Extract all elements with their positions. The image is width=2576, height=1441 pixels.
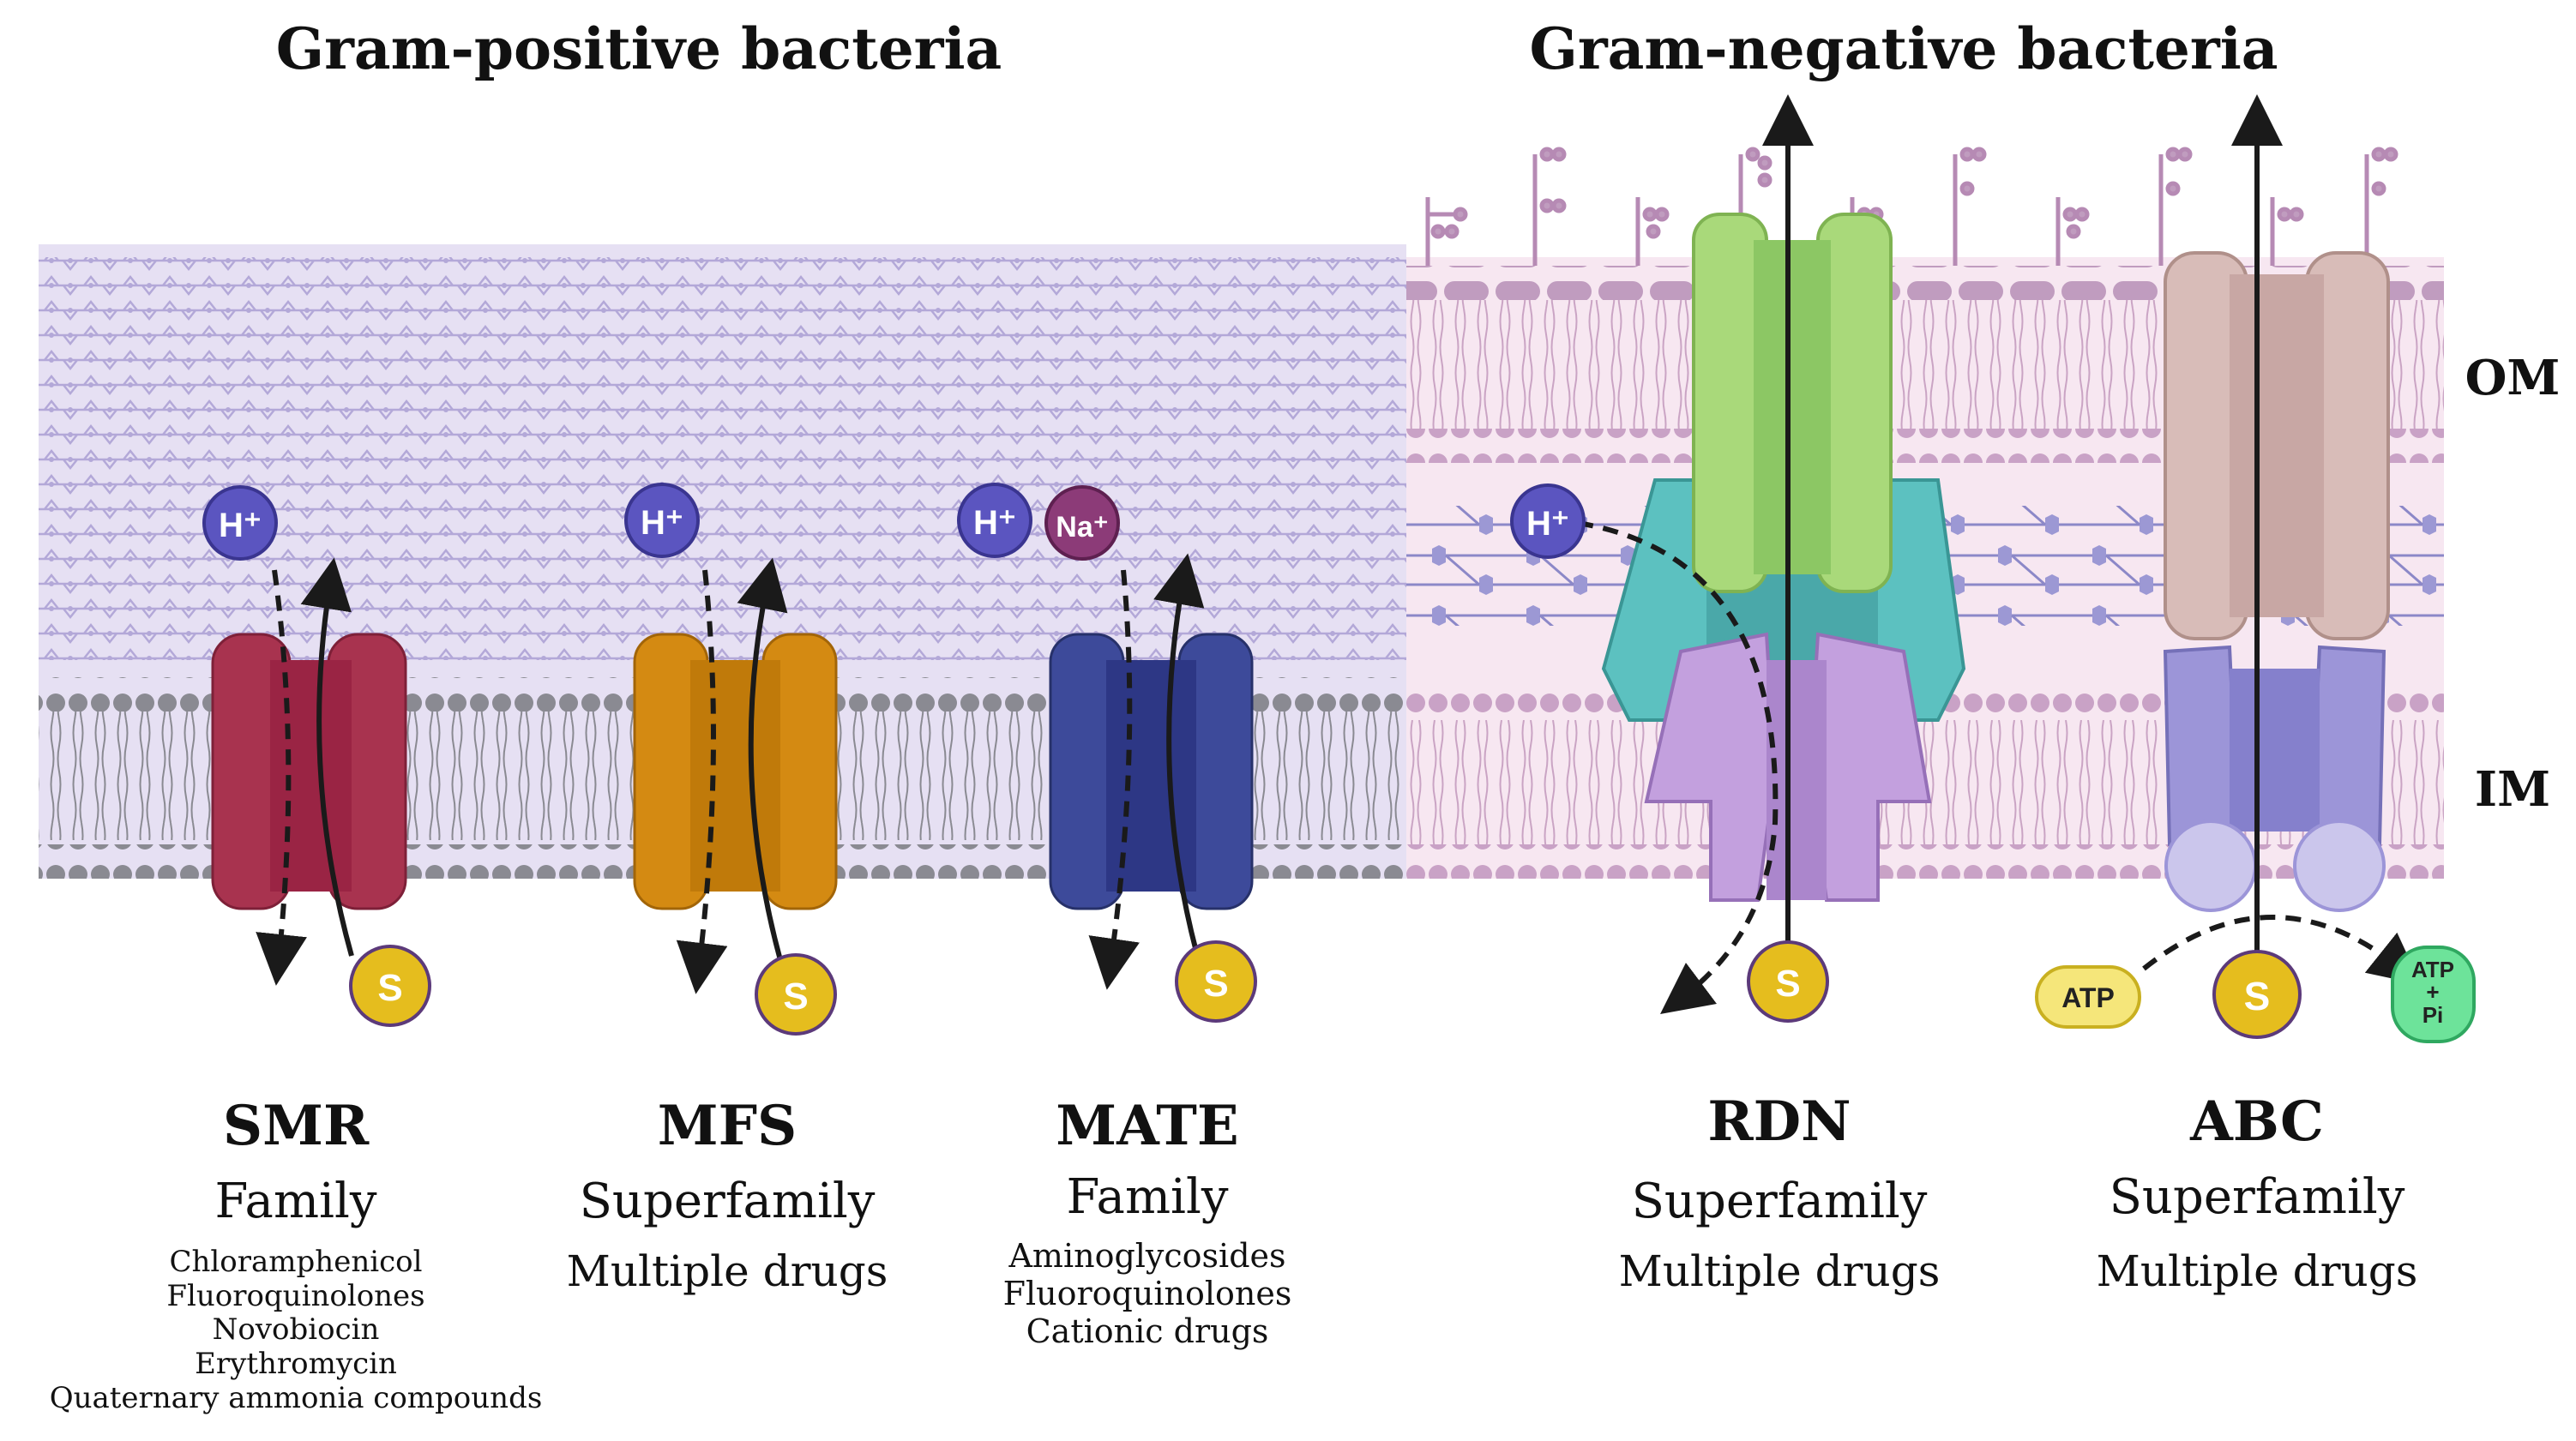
substrate-efflux-arrow — [1153, 553, 1205, 952]
caption-abc: ABC Superfamily Multiple drugs — [2097, 1090, 2418, 1296]
mate-transporter — [1049, 633, 1254, 910]
proton-label: H⁺ — [219, 507, 262, 544]
caption-rnd: RDN Superfamily Multiple drugs — [1619, 1090, 1941, 1296]
rnd-pump-left — [1644, 632, 1778, 902]
proton-flow-arrow — [256, 569, 307, 986]
drug-item: Cationic drugs — [1026, 1312, 1269, 1350]
drug-item: Fluoroquinolones — [166, 1279, 424, 1313]
proton-ion: H⁺ — [202, 485, 278, 561]
transporter-name: RDN — [1707, 1090, 1851, 1154]
abc-nbd-left — [2164, 820, 2257, 912]
substrate-label: S — [2244, 974, 2271, 1018]
im-label: IM — [2475, 761, 2550, 818]
gram-negative-heading: Gram-negative bacteria — [1529, 15, 2278, 82]
caption-smr: SMR Family Chloramphenicol Fluoroquinolo… — [50, 1094, 543, 1415]
abc-tmd-left — [2163, 645, 2241, 846]
abc-nbd-right — [2293, 820, 2386, 912]
smr-transporter — [211, 633, 407, 910]
drug-item: Quaternary ammonia compounds — [50, 1381, 543, 1415]
substrate-efflux-arrow — [300, 557, 354, 957]
drug-item: Multiple drugs — [2097, 1246, 2418, 1296]
caption-mate: MATE Family Aminoglycosides Fluoroquinol… — [1003, 1094, 1292, 1350]
drug-item: Chloramphenicol — [170, 1245, 423, 1279]
substrate: S — [349, 945, 431, 1027]
atp-pi-label-plus: + — [2426, 979, 2439, 1005]
abc-tmd-right — [2308, 645, 2386, 846]
transporter-type: Superfamily — [2110, 1169, 2405, 1225]
proton-label: H⁺ — [973, 504, 1016, 542]
lps-chains — [1425, 147, 2398, 266]
transporter-name: MFS — [658, 1094, 797, 1158]
proton-ion: H⁺ — [1510, 483, 1586, 559]
transporter-name: ABC — [2189, 1090, 2324, 1154]
proton-ion: H⁺ — [957, 483, 1032, 558]
om-label: OM — [2465, 350, 2561, 406]
drug-item: Fluoroquinolones — [1003, 1275, 1292, 1312]
atp-pi-label-bottom: Pi — [2423, 1002, 2444, 1028]
caption-mfs: MFS Superfamily Multiple drugs — [567, 1094, 888, 1296]
substrate-label: S — [1203, 963, 1228, 1005]
substrate-label: S — [1775, 963, 1800, 1005]
transporter-name: MATE — [1056, 1094, 1238, 1158]
tolc-center — [1754, 240, 1831, 574]
transporter-type: Superfamily — [580, 1174, 876, 1229]
substrate: S — [755, 953, 837, 1036]
mfs-transporter — [633, 633, 838, 910]
atp-molecule: ATP — [2035, 965, 2141, 1029]
substrate-label: S — [783, 976, 808, 1018]
substrate-efflux-arrow — [737, 557, 788, 961]
abc-channel-center — [2230, 274, 2324, 617]
rnd-tripartite-pump — [1601, 213, 1966, 902]
transporter-type: Family — [1067, 1169, 1229, 1225]
adp-pi-molecule: ATP + Pi — [2391, 946, 2476, 1043]
proton-label: H⁺ — [1526, 505, 1569, 543]
proton-flow-arrow — [676, 569, 728, 994]
abc-transporter — [2163, 251, 2390, 912]
transporter-type: Superfamily — [1632, 1174, 1928, 1229]
drug-item: Aminoglycosides — [1008, 1237, 1285, 1275]
transporter-name: SMR — [223, 1094, 370, 1158]
drug-item: Erythromycin — [195, 1347, 397, 1381]
substrate-label: S — [377, 967, 402, 1009]
drug-item: Novobiocin — [213, 1312, 380, 1347]
rnd-pump-center — [1766, 660, 1827, 900]
sodium-label: Na⁺ — [1056, 511, 1108, 543]
drug-item: Multiple drugs — [567, 1246, 888, 1296]
abc-tmd-center — [2230, 669, 2320, 832]
substrate: S — [2212, 950, 2302, 1039]
proton-label: H⁺ — [641, 504, 683, 542]
transporter-type: Family — [215, 1174, 377, 1229]
peptidoglycan-layer — [39, 257, 1406, 660]
sodium-ion: Na⁺ — [1044, 485, 1120, 561]
ion-flow-arrow — [1088, 569, 1140, 990]
proton-ion: H⁺ — [624, 483, 700, 558]
gram-positive-heading: Gram-positive bacteria — [276, 15, 1002, 82]
atp-label: ATP — [2061, 982, 2115, 1013]
substrate: S — [1175, 940, 1257, 1023]
proton-flow-arrow — [1577, 520, 1779, 1015]
im-inner-heads-negative — [1406, 844, 2444, 879]
substrate: S — [1747, 940, 1829, 1023]
drug-item: Multiple drugs — [1619, 1246, 1941, 1296]
atp-pi-label-top: ATP — [2411, 957, 2454, 982]
atp-hydrolysis-arrow — [2142, 915, 2422, 985]
